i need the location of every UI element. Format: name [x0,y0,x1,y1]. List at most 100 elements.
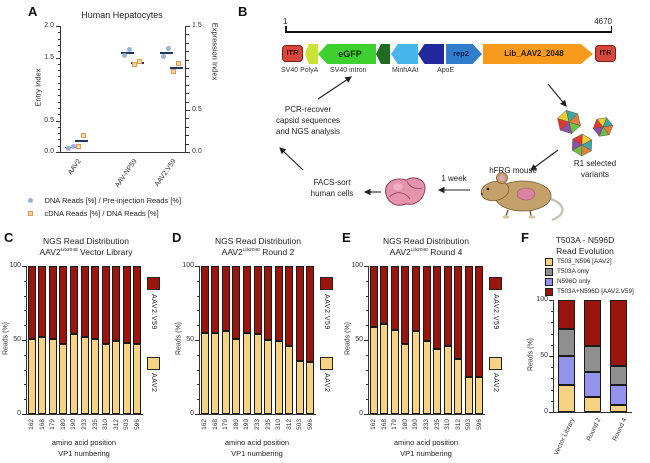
bar-segment-AAV2 [101,344,110,414]
bar-segment-AAV2-V59 [253,266,262,335]
bar-segment-AAV2 [443,345,452,414]
panel-e-subtitle: AAV2Lib2048 Round 4 [356,247,496,257]
axis-tick [57,70,60,72]
panel-f-legend-label-2: N596D only [557,277,591,285]
hfrg-mouse-label: hFRG mouse [489,166,537,175]
axis-tick [195,340,199,341]
legend-label-aav2: AAV2 [492,373,499,393]
axis-tick [56,120,60,122]
bar-segment-AAV2 [112,341,121,414]
panel-a-ytick-right: 0.5 [192,106,202,113]
axis-tick [365,295,368,297]
pcr-recover-text: PCR-recover capsid sequences and NGS ana… [262,104,354,137]
panel-a-legend-row-2: cDNA Reads [%] / DNA Reads [%] [28,205,159,223]
bar-segment-AAV2-V59 [112,266,121,342]
panel-c-letter: C [4,230,14,245]
capsid-icons [557,109,614,157]
bar-segment-AAV2 [274,341,283,414]
arrow-pcr-to-construct [317,76,352,100]
axis-tick [550,333,553,335]
bar-segment-AAV2 [133,344,142,414]
bar-segment-AAV2 [295,360,304,414]
panel-a-x-axis [60,152,186,153]
legend-swatch-aav2v59 [489,277,502,290]
bar-segment-AAV2 [80,337,89,414]
r1-line-2: variants [580,170,609,179]
panel-f-legend-swatch-3 [545,288,553,296]
panel-d-subtitle-sup: Lib2048 [242,248,260,254]
bar-segment-AAV2-V59 [91,266,100,339]
bar-segment-AAV2 [59,344,68,414]
dna-reads-marker-icon [28,198,33,204]
scale-tick-left [285,26,287,32]
axis-tick [549,412,553,413]
axis-tick [364,414,368,415]
ytick-label: 0 [544,408,548,415]
bar-segment-AAV2 [221,331,230,414]
axis-tick [23,280,26,282]
axis-tick [195,266,199,267]
axis-tick [57,107,60,109]
data-point-square [76,143,81,149]
panel-f-legend-swatch-0 [545,258,553,266]
axis-tick [23,310,26,312]
legend-swatch-aav2 [320,357,333,370]
xlabel-line-2: VP1 numbering [58,449,110,458]
pcr-line-3: and NGS analysis [275,127,341,136]
axis-tick [550,389,553,391]
ylabel-reads: Reads (%) [2,321,10,356]
arrow-lib-to-variants [547,83,567,107]
panel-e-subtitle-rest: Round 4 [427,247,463,257]
scale-start-label: 1 [283,17,288,26]
bar-segment-AAV2-V59 [369,266,378,327]
panel-a-legend-row-1: DNA Reads [%] / Pre-injection Reads [%] [28,192,181,210]
sv40-polya-arrow [305,44,318,64]
panel-a-ytick-left: 0.0 [44,148,54,155]
axis-tick [22,266,26,267]
axis-tick [550,367,553,369]
xlabel-line-1: amino acid position [51,438,117,447]
axis-tick [550,322,553,324]
data-point-circle [127,47,132,53]
panel-e-letter: E [342,230,351,245]
xtick-label: Round 4 [611,417,629,443]
bar-segment-AAV2-V59 [80,266,89,338]
capsid-icon [571,133,593,157]
axis-tick [549,300,553,301]
bar-segment-AAV2-V59 [295,266,304,361]
pcr-line-1: PCR-recover [284,105,332,114]
xlabel-line-1: amino acid position [393,438,459,447]
bar-segment-T503A-N596D-AAV2-V59- [610,300,627,367]
axis-tick [196,399,199,401]
panel-a-title: Human Hepatocytes [81,10,163,20]
bar-segment-T503A-only [610,366,627,386]
one-week-label: 1 week [441,174,467,183]
bar-segment-AAV2-V59 [422,266,431,342]
axis-tick [186,42,189,44]
axis-tick [57,51,60,53]
axis-tick [57,44,60,46]
cdna-reads-marker-icon [28,211,33,217]
axis-tick [57,139,60,141]
panel-c-title: NGS Read Distribution [43,236,129,246]
panel-e-subtitle-base: AAV2 [389,247,411,257]
bar-segment-AAV2-V59 [443,266,452,346]
bar-segment-AAV2-V59 [211,266,220,333]
axis-tick [186,34,189,36]
panel-f-legend-swatch-2 [545,278,553,286]
axis-tick [550,400,553,402]
panel-a-y-axis-left [60,26,61,152]
panel-d-subtitle-rest: Round 2 [259,247,295,257]
bar-segment-T503A-only [584,345,601,372]
axis-tick [186,51,189,53]
panel-e-subtitle-sup: Lib2048 [410,248,428,254]
bar-segment-AAV2 [285,345,294,414]
bar-segment-T503A-N596D-AAV2-V59- [558,300,575,330]
axis-tick [186,68,189,69]
axis-tick [57,38,60,40]
minhaat-arrow [391,44,418,64]
axis-tick [57,89,60,90]
liver-icon [385,177,426,206]
bar-segment-AAV2-V59 [264,266,273,340]
x-axis [368,414,485,415]
